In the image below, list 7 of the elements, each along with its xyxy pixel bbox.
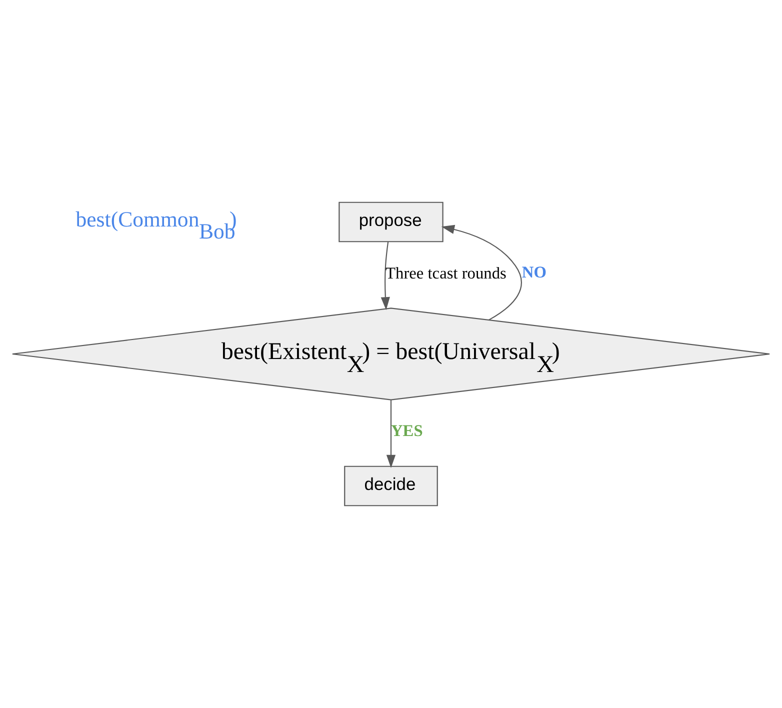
edge-label: Three tcast rounds: [386, 264, 506, 283]
arrow: [380, 242, 390, 310]
arrow: [441, 224, 522, 320]
node-box: propose: [338, 202, 444, 242]
arrow: [386, 400, 396, 468]
node-box: decide: [344, 466, 438, 506]
edge-label: NO: [522, 262, 546, 282]
